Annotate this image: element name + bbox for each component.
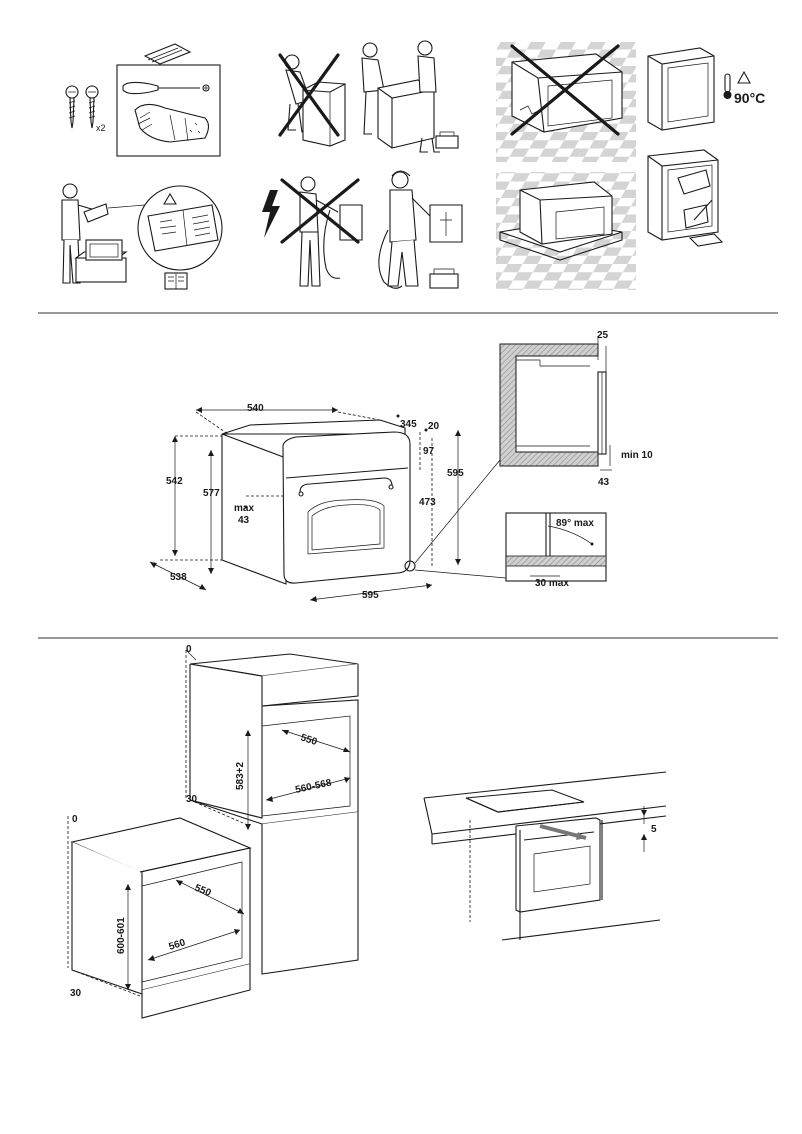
screwdriver-icon — [122, 81, 210, 95]
low-dim-0: 0 — [72, 814, 78, 825]
base-unit-niche: 0 30 600-601 550 560 — [67, 814, 252, 1019]
dim-538: 538 — [170, 572, 187, 583]
dim-540: 540 — [247, 403, 264, 414]
dim-43-detail: 43 — [598, 477, 610, 488]
door-gap-detail: 25 min 10 43 — [499, 330, 653, 488]
warning-icon — [163, 192, 177, 205]
dim-97: 97 — [423, 446, 435, 457]
read-manual-illustration — [61, 183, 223, 290]
tall-dim-550: 550 — [299, 732, 319, 748]
tall-unit-niche: 0 30 583+2 550 560-568 — [185, 644, 359, 975]
dim-angle: 89° max — [556, 518, 594, 529]
electrical-prohibited — [262, 176, 363, 287]
dim-577: 577 — [203, 488, 220, 499]
temperature-label: 90°C — [734, 90, 765, 106]
dim-20: 20 — [428, 421, 440, 432]
cabinet-heat-resistance: 90°C — [647, 47, 765, 131]
tall-dim-583: 583+2 — [235, 761, 246, 790]
dim-max-43: 43 — [238, 515, 250, 526]
dim-542: 542 — [166, 476, 183, 487]
warning-icon — [737, 70, 751, 84]
dim-595-width: 595 — [362, 590, 379, 601]
tall-dim-560-568: 560-568 — [294, 777, 333, 795]
worktop-dim-5: 5 — [651, 824, 657, 835]
dim-25: 25 — [597, 330, 609, 341]
cabinet-cleaning — [647, 149, 724, 247]
low-dim-30: 30 — [70, 988, 82, 999]
dim-595-height: 595 — [447, 468, 464, 479]
manual-book-icon — [164, 272, 188, 290]
tall-dim-30: 30 — [186, 794, 198, 805]
lift-alone-prohibited — [278, 53, 346, 147]
screws-icon: x2 — [65, 85, 106, 133]
electrician-illustration — [378, 170, 463, 289]
tools-box — [116, 43, 221, 157]
oven-dimensions-panel: 540 345 20 97 473 595 542 577 max 43 538… — [149, 403, 507, 602]
safety-panel: x2 — [61, 40, 765, 290]
lift-two-people — [361, 40, 459, 153]
low-dim-560: 560 — [168, 937, 188, 953]
dim-30-max: 30 max — [535, 578, 569, 589]
dim-min-10: min 10 — [621, 450, 653, 461]
tall-dim-0: 0 — [186, 644, 192, 655]
dim-473: 473 — [419, 497, 436, 508]
screw-quantity: x2 — [96, 123, 106, 133]
worktop-oven-view: 5 — [423, 771, 667, 941]
oven-on-pallet — [496, 172, 636, 290]
high-voltage-icon — [262, 190, 280, 238]
thermometer-icon — [723, 73, 732, 99]
dim-345: 345 — [400, 419, 417, 430]
low-dim-600-601: 600-601 — [116, 917, 127, 954]
dim-max-label: max — [234, 503, 254, 514]
door-angle-detail: 89° max 30 max — [505, 512, 607, 589]
gloves-icon — [134, 103, 210, 143]
oven-on-floor-prohibited — [496, 42, 636, 162]
